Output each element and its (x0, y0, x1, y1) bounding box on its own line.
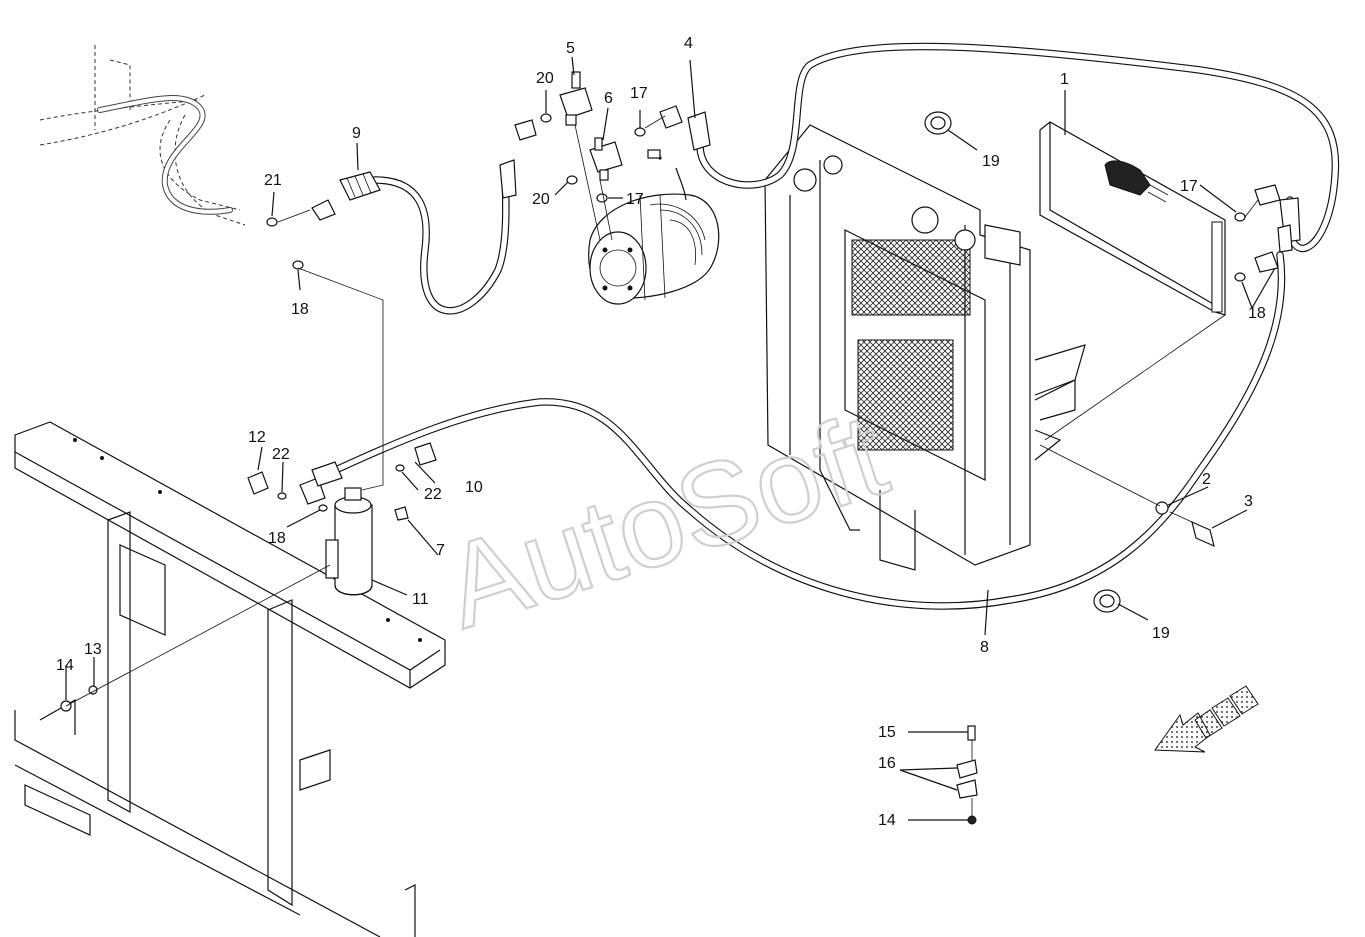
callout-17-right: 17 (1180, 178, 1198, 195)
callout-17-mid: 17 (626, 191, 644, 208)
callout-17-top: 17 (630, 85, 648, 102)
callout-5: 5 (566, 40, 575, 57)
callout-14-clamp: 14 (878, 812, 896, 829)
compressor (588, 167, 720, 305)
callout-14-left: 14 (56, 657, 74, 674)
callout-20-bottom: 20 (532, 191, 550, 208)
callout-19-top: 19 (982, 153, 1000, 170)
callout-4: 4 (684, 35, 693, 52)
callout-9: 9 (352, 125, 361, 142)
callout-22-right: 22 (424, 486, 442, 503)
callout-2: 2 (1202, 471, 1211, 488)
callout-13: 13 (84, 641, 102, 658)
callout-6: 6 (604, 90, 613, 107)
radiator-assembly (647, 124, 1086, 571)
callout-7: 7 (436, 542, 445, 559)
callout-19-bottom: 19 (1152, 625, 1170, 642)
callout-1: 1 (1060, 71, 1069, 88)
condenser (1039, 121, 1226, 316)
cab-outline-faded (39, 45, 246, 226)
callout-labels: 1 2 3 4 5 6 7 8 9 10 11 12 13 14 14 15 1… (56, 35, 1266, 829)
callout-21: 21 (264, 172, 282, 189)
callout-11: 11 (412, 591, 429, 608)
callout-10: 10 (465, 479, 483, 496)
callout-18-dryer: 18 (268, 530, 286, 547)
callout-12: 12 (248, 429, 266, 446)
callout-18-left: 18 (291, 301, 309, 318)
callout-3: 3 (1244, 493, 1253, 510)
callout-8: 8 (980, 639, 989, 656)
leader-lines (65, 56, 1276, 821)
chassis-frame (14, 421, 446, 937)
front-direction-arrow-icon (1154, 685, 1259, 753)
callout-15: 15 (878, 724, 896, 741)
fittings (60, 71, 1301, 825)
callout-18-right: 18 (1248, 305, 1266, 322)
callout-22-left: 22 (272, 446, 290, 463)
watermark-text: AutoSoft (430, 388, 901, 653)
callout-20-top: 20 (536, 70, 554, 87)
refrigerant-hoses (97, 42, 1340, 610)
callout-16: 16 (878, 755, 896, 772)
